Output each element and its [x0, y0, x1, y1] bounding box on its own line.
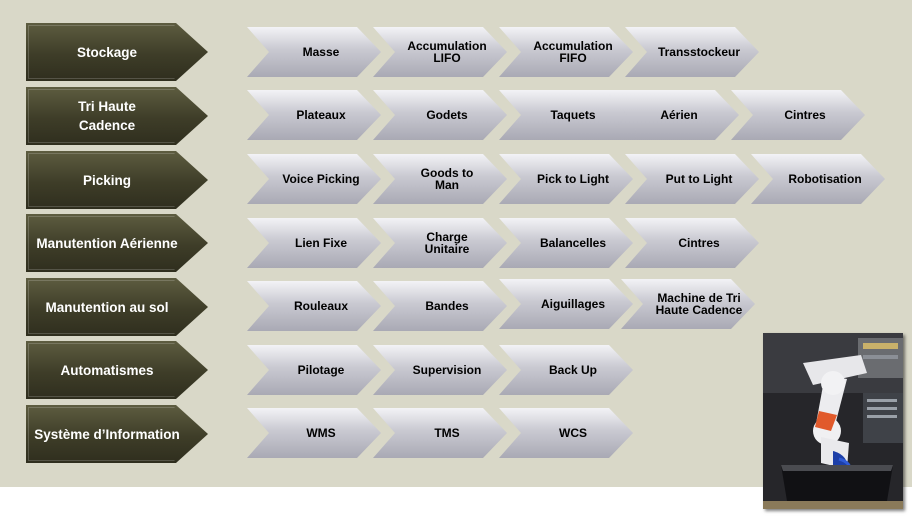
item-wms: WMS	[247, 408, 381, 458]
item-label: Supervision	[412, 363, 482, 377]
item-label: WCS	[559, 426, 587, 440]
item-robotisation: Robotisation	[751, 154, 885, 204]
category-picking: Picking	[26, 151, 208, 209]
category-label: Tri Haute Cadence	[78, 99, 136, 133]
item-balancelles: Balancelles	[499, 218, 633, 268]
item-label: Put to Light	[665, 172, 733, 186]
item-aerien: Aérien	[605, 90, 739, 140]
item-label: Cintres	[784, 108, 826, 122]
category-automatismes: Automatismes	[26, 341, 208, 399]
category-stockage: Stockage	[26, 23, 208, 81]
robot-photo	[763, 333, 903, 509]
item-taquets: Taquets	[499, 90, 633, 140]
item-aiguillages: Aiguillages	[499, 279, 633, 329]
item-label: Cintres	[678, 236, 720, 250]
item-cintres: Cintres	[731, 90, 865, 140]
category-label: Picking	[82, 172, 131, 188]
item-machine-de-tri-haute-cadence: Machine de Tri Haute Cadence	[621, 279, 755, 329]
item-label: Balancelles	[539, 236, 607, 250]
item-label: Plateaux	[296, 108, 346, 122]
item-accumulation-lifo: Accumulation LIFO	[373, 27, 507, 77]
diagram-panel: Stockage Masse Accumulation LIFO Accumul…	[0, 0, 912, 487]
item-rouleaux: Rouleaux	[247, 281, 381, 331]
item-masse: Masse	[247, 27, 381, 77]
item-cintres: Cintres	[625, 218, 759, 268]
item-wcs: WCS	[499, 408, 633, 458]
item-back-up: Back Up	[499, 345, 633, 395]
item-label: Aiguillages	[540, 297, 605, 311]
category-label: Automatismes	[60, 362, 154, 378]
item-label: Accumulation FIFO	[533, 39, 613, 65]
item-label: Transstockeur	[657, 45, 741, 59]
item-label: WMS	[306, 426, 336, 440]
item-put-to-light: Put to Light	[625, 154, 759, 204]
item-charge-unitaire: Charge Unitaire	[373, 218, 507, 268]
item-accumulation-fifo: Accumulation FIFO	[499, 27, 633, 77]
item-label: Masse	[302, 45, 340, 59]
item-pick-to-light: Pick to Light	[499, 154, 633, 204]
category-label: Système d’Information	[34, 426, 180, 442]
item-goods-to-man: Goods to Man	[373, 154, 507, 204]
item-label: Aérien	[660, 108, 698, 122]
item-label: Godets	[426, 108, 468, 122]
category-tri-haute-cadence: Tri Haute Cadence	[26, 87, 208, 145]
item-godets: Godets	[373, 90, 507, 140]
item-label: Rouleaux	[293, 299, 348, 313]
item-label: Taquets	[550, 108, 596, 122]
category-manutention-au-sol: Manutention au sol	[26, 278, 208, 336]
item-pilotage: Pilotage	[247, 345, 381, 395]
item-label: Back Up	[548, 363, 598, 377]
item-supervision: Supervision	[373, 345, 507, 395]
item-lien-fixe: Lien Fixe	[247, 218, 381, 268]
item-label: Robotisation	[788, 172, 862, 186]
item-label: Voice Picking	[282, 172, 360, 186]
item-label: Charge Unitaire	[424, 230, 470, 256]
item-label: TMS	[434, 426, 460, 440]
robot-illustration	[763, 333, 903, 509]
item-label: Pick to Light	[537, 172, 609, 186]
item-label: Pilotage	[297, 363, 345, 377]
item-plateaux: Plateaux	[247, 90, 381, 140]
item-label: Accumulation LIFO	[407, 39, 487, 65]
item-tms: TMS	[373, 408, 507, 458]
item-label: Machine de Tri Haute Cadence	[655, 291, 743, 317]
item-bandes: Bandes	[373, 281, 507, 331]
item-voice-picking: Voice Picking	[247, 154, 381, 204]
item-label: Lien Fixe	[294, 236, 347, 250]
category-label: Manutention Aérienne	[36, 235, 178, 251]
item-label: Bandes	[425, 299, 469, 313]
category-label: Manutention au sol	[45, 299, 169, 315]
category-label: Stockage	[76, 44, 138, 60]
item-transstockeur: Transstockeur	[625, 27, 759, 77]
category-systeme-information: Système d’Information	[26, 405, 208, 463]
item-label: Goods to Man	[420, 166, 474, 192]
category-manutention-aerienne: Manutention Aérienne	[26, 214, 208, 272]
